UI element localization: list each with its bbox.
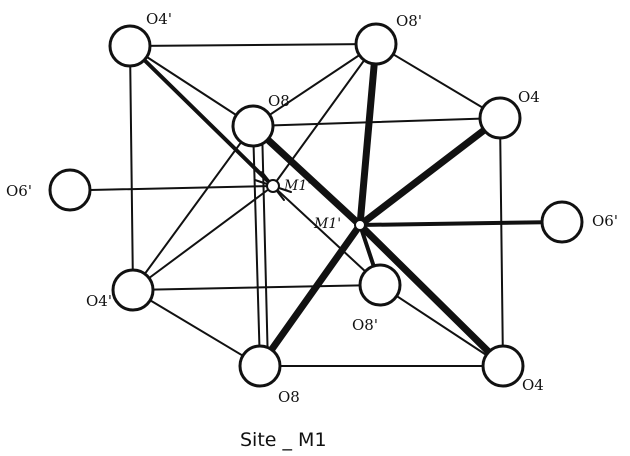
thin-bonds: [129, 43, 504, 367]
metal-labels: M1' M1': [283, 178, 341, 232]
bond-m1front-o8c: [249, 122, 364, 229]
bond-m1front-o8t: [356, 40, 380, 229]
atom-o4-right: [478, 96, 522, 140]
metal-sites: [266, 179, 366, 231]
edge-o4tl-o4bl: [129, 45, 134, 291]
label-m1-back: M1': [283, 178, 311, 194]
edge-o4bl-o8c: [132, 125, 254, 291]
figure-caption: Site _ M1: [240, 429, 327, 451]
bond-m1back-o4bl: [132, 185, 274, 291]
bond-m1back-o6l: [89, 185, 274, 191]
atom-o4p-top-left: [108, 24, 152, 68]
atom-o8p-bottom: [358, 263, 402, 307]
edge-o8c-o8b-b: [261, 125, 269, 367]
label-o4-bottom-right: O4: [522, 376, 544, 394]
bond-m1front-o8b: [256, 221, 364, 370]
edge-o8t-o8c: [252, 43, 377, 127]
edge-o4bl-o8b: [132, 289, 261, 367]
edge-o4r-o4br: [499, 117, 504, 367]
bond-m1front-o4r: [356, 114, 504, 229]
bond-o4tl-m1back: [128, 44, 275, 188]
atom-o8-center: [231, 104, 275, 148]
bond-m1back-o8pb: [272, 185, 381, 286]
label-o4p-bottom-left: O4': [86, 292, 112, 310]
bond-m1front-o6r: [358, 220, 564, 227]
label-o4p-top-left: O4': [146, 10, 172, 28]
oxygen-atoms: [48, 22, 584, 388]
atom-o8p-top: [354, 22, 398, 66]
atom-labels: O4' O8' O8 O4 O6' O6' O4' O8' O8 O4: [6, 10, 618, 406]
atom-o6p-right: [540, 200, 584, 244]
edge-o4tl-o8t: [129, 43, 377, 47]
atom-o6p-left: [48, 168, 92, 212]
label-o8p-bottom: O8': [352, 316, 378, 334]
label-o8-bottom: O8: [278, 388, 300, 406]
edge-o8pb-o4br: [379, 284, 504, 367]
atom-o4p-bottom-left: [111, 268, 155, 312]
bond-m1back-o8t: [272, 43, 377, 187]
edge-o4bl-o8pb: [132, 284, 381, 291]
label-o8-center: O8: [268, 92, 290, 110]
bond-m1front-o4br: [356, 221, 507, 370]
atom-m1-back: [266, 179, 280, 193]
label-m1-front: M1': [313, 216, 341, 232]
edge-o8c-o4r: [252, 117, 501, 127]
label-o8p-top: O8': [396, 12, 422, 30]
label-o6p-left: O6': [6, 182, 32, 200]
atom-o4-bottom-right: [481, 344, 525, 388]
atom-m1-front: [354, 219, 366, 231]
edge-o8c-o8b-a: [252, 125, 261, 367]
atom-o8-bottom: [238, 344, 282, 388]
edge-o8t-o4r: [375, 43, 501, 119]
label-o4-right: O4: [518, 88, 540, 106]
label-o6p-right: O6': [592, 212, 618, 230]
edge-o4tl-o8c: [129, 45, 254, 127]
